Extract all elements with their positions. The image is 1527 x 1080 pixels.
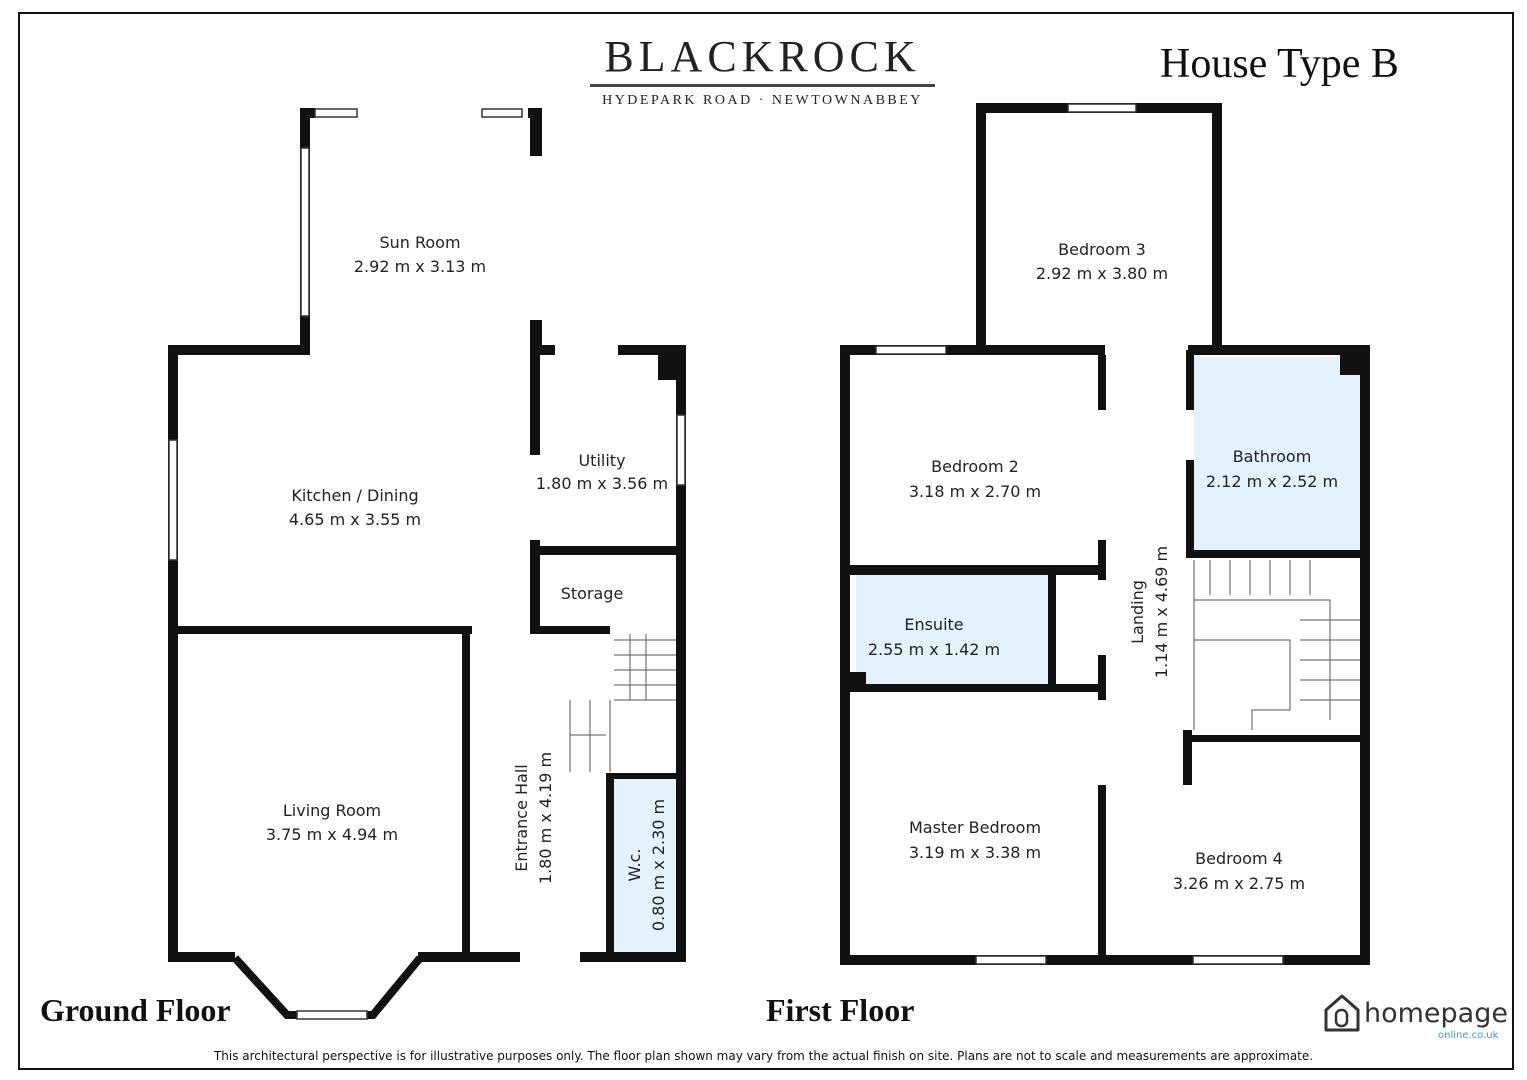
homepage-logo: homepage online.co.uk <box>1320 992 1508 1044</box>
room-name: Landing <box>1128 580 1147 644</box>
ensuite-fill <box>856 575 1048 684</box>
room-name: Bathroom <box>1233 447 1312 466</box>
stairs <box>569 560 1360 772</box>
room-name: Living Room <box>283 801 381 820</box>
bay-window <box>232 955 424 1019</box>
brand-logo: BLACKROCK HYDEPARK ROAD · NEWTOWNABBEY <box>590 34 935 109</box>
house-type-title: House Type B <box>1160 41 1399 87</box>
room-size: 1.80 m x 3.56 m <box>536 474 668 493</box>
brand-name: BLACKROCK <box>604 32 921 81</box>
logo-domain: online.co.uk <box>1438 1030 1499 1041</box>
room-size: 1.80 m x 4.19 m <box>536 752 555 884</box>
disclaimer: This architectural perspective is for il… <box>213 1049 1314 1063</box>
room-size: 2.92 m x 3.80 m <box>1036 264 1168 283</box>
room-size: 2.12 m x 2.52 m <box>1206 472 1338 491</box>
room-name: Utility <box>578 451 625 470</box>
ground-floor-labels: Sun Room 2.92 m x 3.13 m Kitchen / Dinin… <box>266 233 668 931</box>
room-size: 3.18 m x 2.70 m <box>909 482 1041 501</box>
room-name: Bedroom 3 <box>1058 240 1146 259</box>
room-size: 3.26 m x 2.75 m <box>1173 874 1305 893</box>
room-name: W.c. <box>625 849 644 882</box>
room-name: Master Bedroom <box>909 818 1041 837</box>
windows <box>168 103 1284 1020</box>
page-frame <box>18 12 1514 1070</box>
first-floor-labels: Bedroom 3 2.92 m x 3.80 m Bedroom 2 3.18… <box>868 240 1338 893</box>
room-name: Kitchen / Dining <box>291 486 418 505</box>
wc-fill <box>614 778 676 952</box>
house-mouse-icon <box>1324 994 1360 1032</box>
room-size: 4.65 m x 3.55 m <box>289 510 421 529</box>
room-size: 2.92 m x 3.13 m <box>354 257 486 276</box>
brand-rule <box>590 84 935 87</box>
wet-room-fills <box>614 357 1360 952</box>
room-size: 3.75 m x 4.94 m <box>266 825 398 844</box>
room-size: 3.19 m x 3.38 m <box>909 843 1041 862</box>
room-name: Sun Room <box>379 233 460 252</box>
room-name: Entrance Hall <box>512 764 531 872</box>
room-name: Bedroom 4 <box>1195 849 1283 868</box>
room-size: 2.55 m x 1.42 m <box>868 640 1000 659</box>
room-name: Bedroom 2 <box>931 457 1019 476</box>
room-name: Storage <box>561 584 624 603</box>
room-size: 1.14 m x 4.69 m <box>1152 546 1171 678</box>
ground-floor-label: Ground Floor <box>40 992 231 1028</box>
room-name: Ensuite <box>904 615 963 634</box>
first-floor-label: First Floor <box>766 992 915 1028</box>
bathroom-fill <box>1194 357 1360 550</box>
brand-subtitle: HYDEPARK ROAD · NEWTOWNABBEY <box>602 93 923 108</box>
logo-name: homepage <box>1364 998 1508 1029</box>
room-size: 0.80 m x 2.30 m <box>649 799 668 931</box>
